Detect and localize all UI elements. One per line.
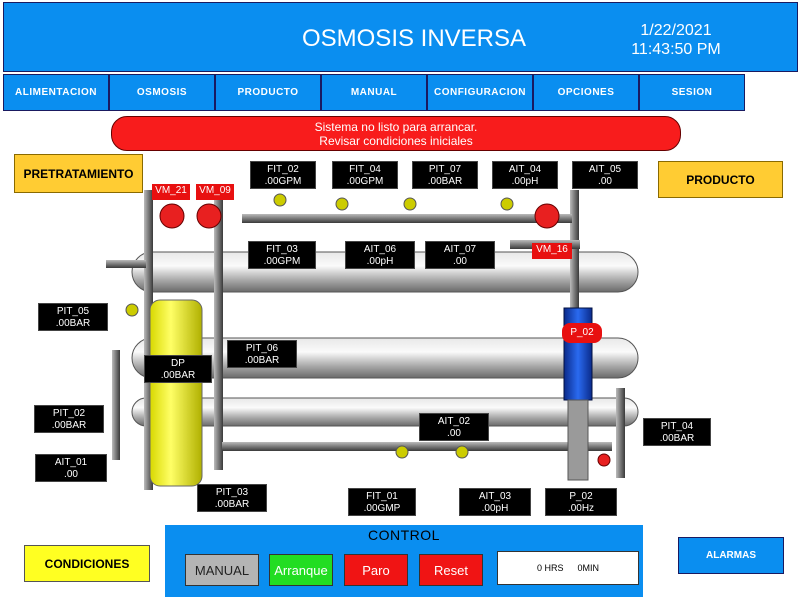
valve-actuator-vm16 [534, 203, 560, 229]
alarmas-button[interactable]: ALARMAS [678, 537, 784, 574]
manual-button[interactable]: MANUAL [185, 554, 259, 586]
tag-ait-02: AIT_02.00 [419, 413, 489, 441]
tag-ait-07: AIT_07.00 [425, 241, 495, 269]
pipe-left-inlet [106, 260, 146, 268]
valve-vm16[interactable]: VM_16 [532, 243, 572, 259]
tag-pit-07: PIT_07.00BAR [412, 161, 478, 189]
status-banner: Sistema no listo para arrancar. Revisar … [111, 116, 681, 151]
pipe-far-left [112, 350, 120, 460]
nav-producto[interactable]: PRODUCTO [215, 74, 321, 111]
membrane-vessel-3 [131, 397, 639, 427]
tag-ait-04: AIT_04.00pH [492, 161, 558, 189]
tag-fit-04: FIT_04.00GPM [332, 161, 398, 189]
hp-pump-body [563, 307, 593, 401]
pipe-left [144, 190, 153, 490]
tag-p-02: P_02.00Hz [545, 488, 617, 516]
nav-configuracion[interactable]: CONFIGURACION [427, 74, 533, 111]
instrument-p02 [597, 453, 611, 467]
page-title: OSMOSIS INVERSA [301, 25, 527, 52]
nav-alimentacion[interactable]: ALIMENTACION [3, 74, 109, 111]
instrument-fit01 [395, 445, 409, 459]
instrument-fit04 [335, 197, 349, 211]
tag-pit-05: PIT_05.00BAR [38, 303, 108, 331]
tag-fit-01: FIT_01.00GMP [348, 488, 416, 516]
status-line-2: Revisar condiciones iniciales [319, 134, 473, 148]
tag-pit-06: PIT_06.00BAR [227, 340, 297, 368]
paro-button[interactable]: Paro [344, 554, 408, 586]
status-line-1: Sistema no listo para arrancar. [314, 120, 478, 134]
hp-pump-shaft [567, 399, 589, 481]
nav-manual[interactable]: MANUAL [321, 74, 427, 111]
reset-button[interactable]: Reset [419, 554, 483, 586]
cartridge-filter [149, 299, 203, 487]
tag-pit-03: PIT_03.00BAR [197, 484, 267, 512]
tag-ait-03: AIT_03.00pH [459, 488, 531, 516]
valve-vm21[interactable]: VM_21 [152, 184, 190, 200]
control-title: CONTROL [368, 527, 440, 543]
header-bar: OSMOSIS INVERSA 1/22/2021 11:43:50 PM [3, 2, 798, 72]
pipe-mid [214, 200, 223, 470]
tag-dp: DP.00BAR [144, 355, 212, 383]
timer-minutes: 0MIN [577, 563, 600, 573]
control-panel: CONTROL MANUAL Arranque Paro Reset 0 HRS… [165, 525, 643, 597]
pretratamiento-button[interactable]: PRETRATAMIENTO [14, 154, 143, 193]
tag-ait-05: AIT_05.00 [572, 161, 638, 189]
instrument-fit02 [273, 193, 287, 207]
instrument-pit05 [125, 303, 139, 317]
pump-p02[interactable]: P_02 [562, 323, 602, 343]
arranque-button[interactable]: Arranque [269, 554, 333, 586]
tag-ait-01: AIT_01.00 [35, 454, 107, 482]
datetime-display: 1/22/2021 11:43:50 PM [616, 21, 736, 59]
time-text: 11:43:50 PM [631, 41, 721, 58]
valve-vm09[interactable]: VM_09 [196, 184, 234, 200]
nav-bar: ALIMENTACION OSMOSIS PRODUCTO MANUAL CON… [3, 74, 745, 111]
nav-sesion[interactable]: SESION [639, 74, 745, 111]
instrument-pit07 [403, 197, 417, 211]
pipe-top [242, 214, 572, 223]
tag-pit-02: PIT_02.00BAR [34, 405, 104, 433]
condiciones-button[interactable]: CONDICIONES [24, 545, 150, 582]
pipe-bottom [222, 442, 612, 451]
run-timer: 0 HRS 0MIN [497, 551, 639, 585]
nav-opciones[interactable]: OPCIONES [533, 74, 639, 111]
nav-osmosis[interactable]: OSMOSIS [109, 74, 215, 111]
tag-fit-02: FIT_02.00GPM [250, 161, 316, 189]
instrument-ait04 [500, 197, 514, 211]
producto-button[interactable]: PRODUCTO [658, 161, 783, 198]
pipe-right-top [570, 190, 579, 310]
timer-hours: 0 HRS [536, 563, 564, 573]
tag-ait-06: AIT_06.00pH [345, 241, 415, 269]
tag-pit-04: PIT_04.00BAR [643, 418, 711, 446]
date-text: 1/22/2021 [640, 22, 712, 39]
pipe-right-bottom [616, 388, 625, 478]
valve-actuator-vm21 [159, 203, 185, 229]
instrument-ait03 [455, 445, 469, 459]
valve-actuator-vm09 [196, 203, 222, 229]
tag-fit-03: FIT_03.00GPM [248, 241, 316, 269]
